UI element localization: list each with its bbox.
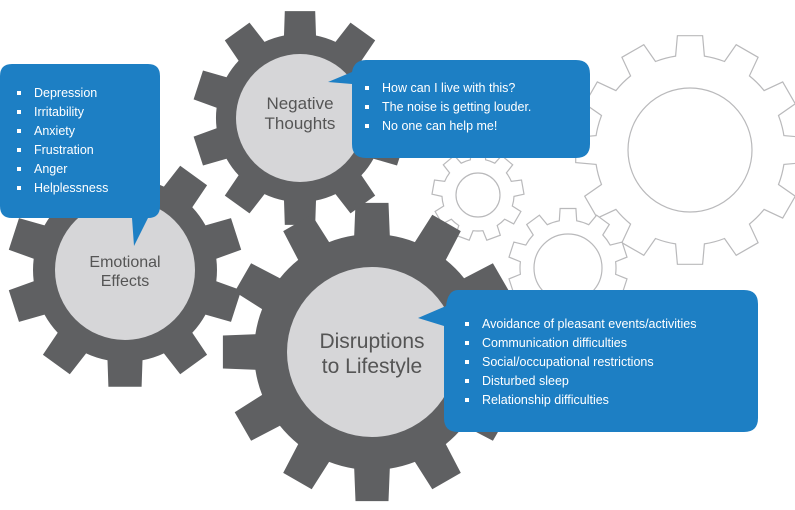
lifestyle-line-1: Disruptions [319, 330, 425, 353]
callout-lifestyle [418, 290, 758, 432]
gear-negative-thoughts-hub [236, 54, 364, 182]
emotional-list-item: Helplessness [14, 179, 108, 198]
negative-list-item: How can I live with this? [362, 79, 531, 98]
negative-line-1: Negative [266, 94, 334, 113]
outline-gear-large [575, 35, 795, 265]
emotional-list-item: Irritability [14, 103, 108, 122]
emotional-list-item: Frustration [14, 141, 108, 160]
emotional-line-2: Effects [100, 272, 150, 290]
negative-list-item: The noise is getting louder. [362, 98, 531, 117]
lifestyle-list-item: Social/occupational restrictions [462, 353, 696, 372]
lifestyle-line-2: to Lifestyle [321, 354, 423, 378]
emotional-line-1: Emotional [89, 254, 161, 271]
emotional-list-item: Anxiety [14, 122, 108, 141]
emotional-list-item: Depression [14, 84, 108, 103]
gear-negative-thoughts [193, 11, 407, 225]
outline-gear-small-hub [455, 172, 501, 218]
negative-line-2: Thoughts [264, 114, 336, 134]
gear-label-emotional-effects: Emotional Effects [65, 254, 185, 292]
negative-thoughts-list: How can I live with this?The noise is ge… [362, 79, 531, 136]
gear-emotional-effects-hub [55, 200, 195, 340]
lifestyle-list-item: Communication difficulties [462, 334, 696, 353]
lifestyle-list-item: Disturbed sleep [462, 372, 696, 391]
gear-label-disruptions-to-lifestyle: Disruptions to Lifestyle [292, 330, 452, 380]
negative-list-item: No one can help me! [362, 117, 531, 136]
outline-gear-small [431, 149, 525, 241]
lifestyle-list-item: Avoidance of pleasant events/activities [462, 315, 696, 334]
emotional-list-item: Anger [14, 160, 108, 179]
gear-label-negative-thoughts: Negative Thoughts [240, 94, 360, 134]
lifestyle-list-item: Relationship difficulties [462, 391, 696, 410]
gear-disruptions-to-lifestyle-hub [287, 267, 457, 437]
callout-negative [328, 60, 590, 158]
outline-gear-large-hub [627, 87, 753, 213]
